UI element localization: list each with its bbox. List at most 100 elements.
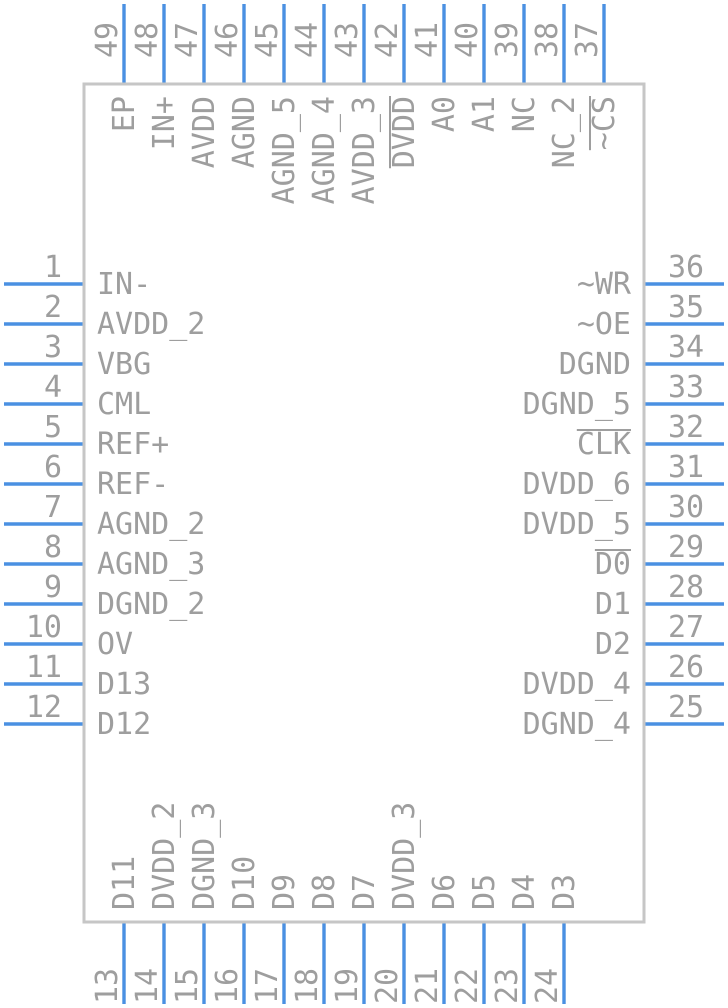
pin-name: ~CS (587, 96, 622, 150)
pin-number: 1 (44, 250, 62, 285)
pin-name: D5 (467, 874, 502, 910)
pin-number: 19 (330, 968, 365, 1004)
pin-number: 9 (44, 570, 62, 605)
pin-name: DVDD_4 (523, 667, 631, 702)
pin-number: 31 (668, 450, 704, 485)
pin-name: CLK (577, 427, 631, 462)
pin-number: 20 (370, 968, 405, 1004)
pin-number: 3 (44, 330, 62, 365)
pin-14: 14 DVDD_2 (130, 802, 182, 1004)
pin-32: 32 CLK (576, 410, 704, 462)
pin-number: 39 (490, 22, 525, 58)
pin-33: 33 DGND_5 (523, 370, 705, 422)
pin-number: 2 (44, 290, 62, 325)
pin-number: 23 (490, 968, 525, 1004)
pin-31: 31 DVDD_6 (523, 450, 705, 502)
pin-number: 24 (530, 968, 565, 1004)
pin-name: AVDD_2 (97, 307, 205, 342)
pin-13: 13 D11 (90, 856, 142, 1004)
pin-number: 38 (530, 22, 565, 58)
pin-number: 6 (44, 450, 62, 485)
pin-24: 24 D3 (530, 874, 582, 1004)
pin-number: 10 (26, 610, 62, 645)
pin-number: 37 (570, 22, 605, 58)
pin-name: DGND_2 (97, 587, 205, 622)
pin-name: DVDD_2 (147, 802, 182, 910)
pin-name: DGND_5 (523, 387, 631, 422)
pin-name: NC_2 (547, 96, 582, 168)
pin-name: D9 (267, 874, 302, 910)
pin-name: REF- (97, 467, 169, 502)
pin-number: 36 (668, 250, 704, 285)
pin-number: 15 (170, 968, 205, 1004)
pin-name: D2 (595, 627, 631, 662)
pin-number: 16 (210, 968, 245, 1004)
pin-name: D11 (107, 856, 142, 910)
pin-number: 28 (668, 570, 704, 605)
pin-number: 8 (44, 530, 62, 565)
pin-name: DGND_4 (523, 707, 631, 742)
pin-number: 7 (44, 490, 62, 525)
pin-number: 47 (170, 22, 205, 58)
pin-number: 40 (450, 22, 485, 58)
pin-34: 34 DGND (559, 330, 704, 382)
pin-name: AVDD (187, 96, 222, 168)
pin-name: D3 (547, 874, 582, 910)
pin-number: 30 (668, 490, 704, 525)
pin-name: OV (97, 627, 133, 662)
component-body (82, 82, 646, 924)
pin-name: AGND_4 (307, 96, 342, 204)
pin-number: 25 (668, 690, 704, 725)
pin-name: AGND (227, 96, 262, 168)
pin-number: 42 (370, 22, 405, 58)
pin-number: 13 (90, 968, 125, 1004)
pin-name: DGND_3 (187, 802, 222, 910)
pin-name: IN+ (147, 96, 182, 150)
pin-name: ~WR (577, 267, 632, 302)
pin-name: D4 (507, 874, 542, 910)
pin-name: IN- (97, 267, 151, 302)
pin-number: 12 (26, 690, 62, 725)
pin-30: 30 DVDD_5 (523, 490, 705, 542)
pin-name: D13 (97, 667, 151, 702)
pin-22: 22 D5 (450, 874, 502, 1004)
pin-name: D0 (595, 547, 631, 582)
pin-name: D8 (307, 874, 342, 910)
pin-number: 17 (250, 968, 285, 1004)
pin-37: 37 ~CS (570, 22, 622, 151)
pin-number: 21 (410, 968, 445, 1004)
pin-name: AGND_2 (97, 507, 205, 542)
pin-name: DVDD_6 (523, 467, 631, 502)
pin-number: 33 (668, 370, 704, 405)
pin-name: DVDD_5 (523, 507, 631, 542)
pin-number: 22 (450, 968, 485, 1004)
pin-35: 35~OE (577, 290, 704, 342)
pin-name: D1 (595, 587, 631, 622)
pin-number: 32 (668, 410, 704, 445)
pin-number: 34 (668, 330, 704, 365)
pin-number: 14 (130, 968, 165, 1004)
pin-number: 45 (250, 22, 285, 58)
pin-name: DGND (559, 347, 631, 382)
pin-number: 35 (668, 290, 704, 325)
pin-6: 6 REF- (44, 450, 169, 502)
